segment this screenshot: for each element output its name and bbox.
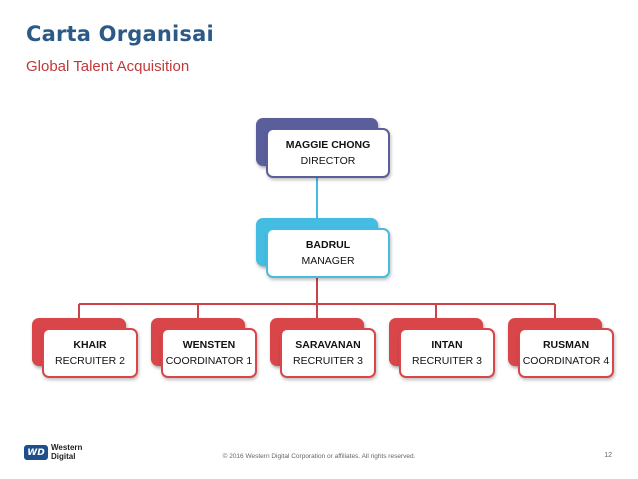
- staff-card: SARAVANAN RECRUITER 3: [280, 328, 376, 378]
- manager-name: BADRUL: [305, 238, 351, 251]
- page-number: 12: [604, 452, 612, 459]
- staff-role: COORDINATOR 4: [522, 355, 610, 367]
- staff-card: KHAIR RECRUITER 2: [42, 328, 138, 378]
- copyright-footer: © 2016 Western Digital Corporation or af…: [222, 453, 416, 460]
- logo-line-2: Digital: [51, 451, 76, 461]
- staff-name: WENSTEN: [182, 338, 236, 351]
- staff-name: INTAN: [431, 338, 463, 351]
- staff-role: RECRUITER 2: [54, 355, 125, 367]
- staff-role: RECRUITER 3: [411, 355, 482, 367]
- page-subtitle: Global Talent Acquisition: [26, 58, 190, 75]
- page-title: Carta Organisai: [26, 22, 214, 46]
- company-logo: WD Western Digital: [24, 443, 83, 461]
- node-manager-card: BADRUL MANAGER: [266, 228, 390, 278]
- director-name: MAGGIE CHONG: [285, 138, 371, 151]
- node-director-card: MAGGIE CHONG DIRECTOR: [266, 128, 390, 178]
- staff-name: SARAVANAN: [295, 338, 361, 351]
- staff-card: WENSTEN COORDINATOR 1: [161, 328, 257, 378]
- logo-wordmark: Western Digital: [51, 443, 83, 461]
- staff-role: COORDINATOR 1: [165, 355, 253, 367]
- staff-role: RECRUITER 3: [292, 355, 363, 367]
- staff-name: KHAIR: [73, 338, 107, 351]
- director-role: DIRECTOR: [300, 155, 356, 167]
- manager-role: MANAGER: [301, 255, 355, 267]
- logo-mark: WD: [24, 445, 48, 460]
- staff-card: RUSMAN COORDINATOR 4: [518, 328, 614, 378]
- logo-line-1: Western: [51, 443, 83, 452]
- staff-card: INTAN RECRUITER 3: [399, 328, 495, 378]
- staff-name: RUSMAN: [542, 338, 590, 351]
